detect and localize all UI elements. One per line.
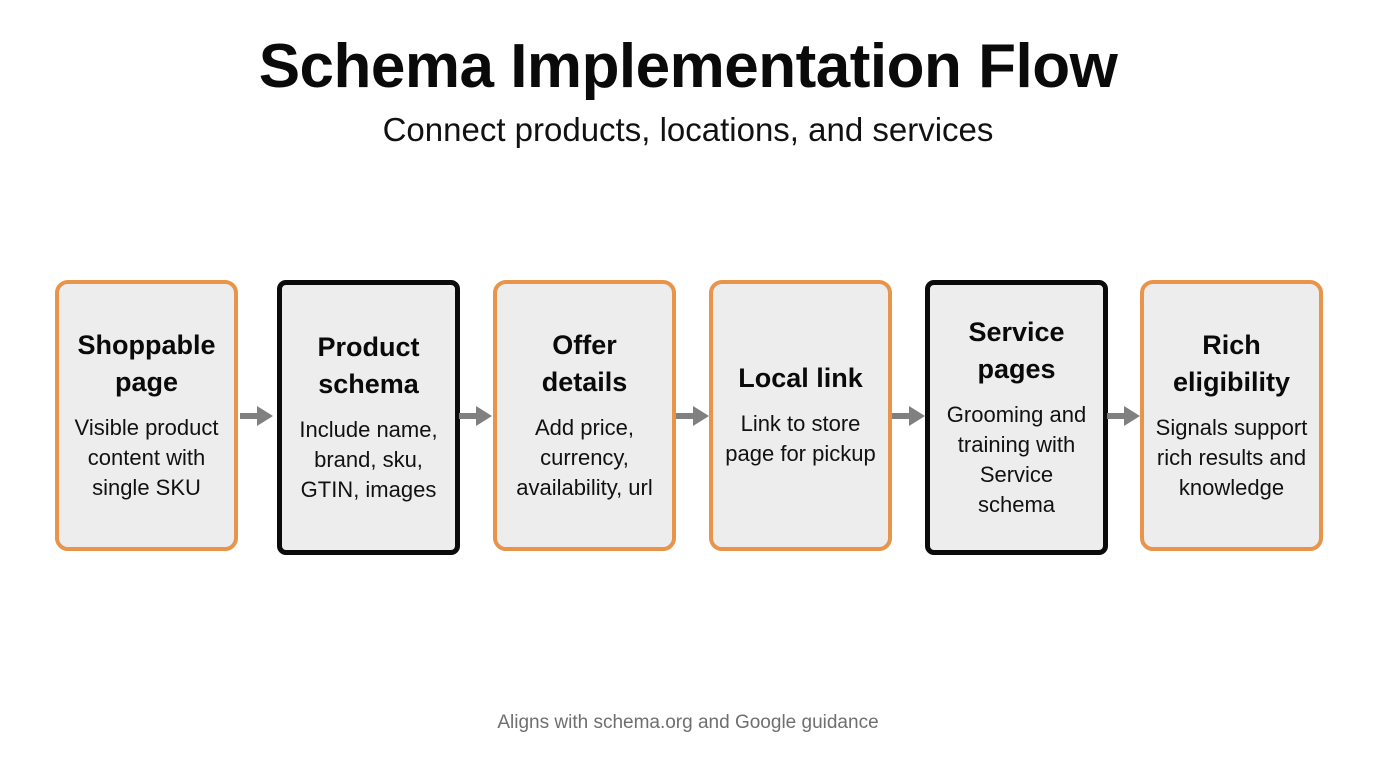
- flow-node-description: Include name, brand, sku, GTIN, images: [299, 416, 438, 502]
- arrow-right-icon: [676, 404, 709, 428]
- flow-node-title: Shoppable page: [77, 329, 216, 397]
- flow-node-rich-eligibility[interactable]: Rich eligibility Signals support rich re…: [1140, 280, 1323, 551]
- flow-node-title: Offer details: [541, 329, 628, 397]
- flow-node-local-link[interactable]: Local link Link to store page for pickup: [709, 280, 892, 551]
- flow-diagram: Shoppable page Visible product content w…: [55, 280, 1323, 555]
- arrow-right-icon: [459, 404, 492, 428]
- flow-node-title: Product schema: [317, 331, 420, 399]
- flow-node-service-pages[interactable]: Service pages Grooming and training with…: [925, 280, 1108, 555]
- arrow-right-icon: [892, 404, 925, 428]
- flow-node-description: Add price, currency, availability, url: [516, 414, 653, 500]
- flow-node-product-schema[interactable]: Product schema Include name, brand, sku,…: [277, 280, 460, 555]
- flow-node-title: Service pages: [968, 316, 1065, 384]
- flow-node-description: Visible product content with single SKU: [74, 414, 219, 500]
- page-subtitle: Connect products, locations, and service…: [382, 111, 994, 148]
- arrow-right-icon: [240, 404, 273, 428]
- flow-node-shoppable-page[interactable]: Shoppable page Visible product content w…: [55, 280, 238, 551]
- diagram-header: Schema Implementation Flow Connect produ…: [0, 0, 1376, 150]
- page-title: Schema Implementation Flow: [258, 32, 1118, 101]
- flow-node-title: Local link: [738, 363, 863, 393]
- footer-note: Aligns with schema.org and Google guidan…: [497, 712, 879, 733]
- flow-node-description: Grooming and training with Service schem…: [946, 401, 1087, 517]
- flow-node-description: Signals support rich results and knowled…: [1155, 414, 1308, 500]
- flow-node-description: Link to store page for pickup: [725, 411, 876, 466]
- arrow-right-icon: [1107, 404, 1140, 428]
- flow-node-offer-details[interactable]: Offer details Add price, currency, avail…: [493, 280, 676, 551]
- flow-node-title: Rich eligibility: [1172, 329, 1291, 397]
